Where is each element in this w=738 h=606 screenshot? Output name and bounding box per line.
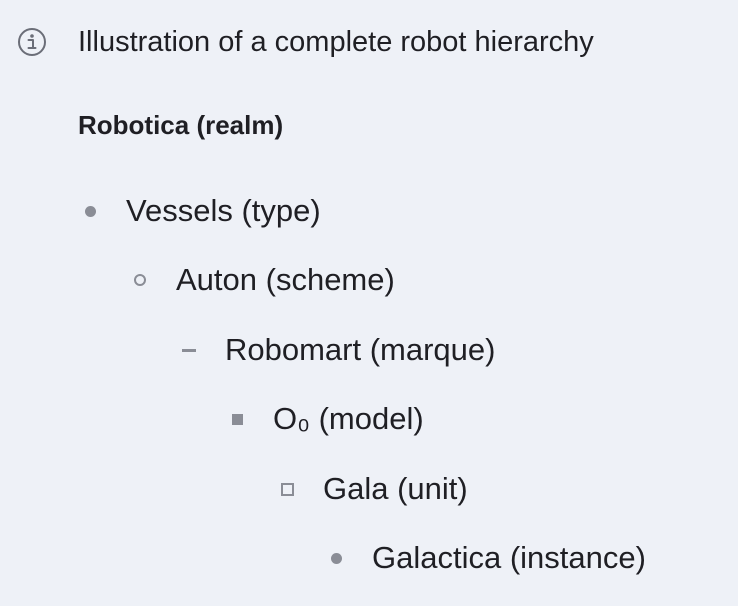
list-item-label: Galactica (instance) [372, 540, 646, 575]
hollow-circle-bullet-icon [130, 258, 150, 302]
callout-header: Illustration of a complete robot hierarc… [16, 22, 594, 62]
dash-bullet-icon [179, 328, 199, 372]
info-icon [16, 26, 48, 58]
list-item-label: Robomart (marque) [225, 332, 496, 367]
list-item-level-4: O₀ (model) [227, 397, 424, 441]
list-item-label: Gala (unit) [323, 471, 468, 506]
filled-disc-bullet-icon [326, 536, 346, 580]
list-item-label: Auton (scheme) [176, 262, 395, 297]
list-item-level-1: Vessels (type) [80, 189, 321, 233]
list-item-label: O₀ (model) [273, 401, 424, 436]
filled-disc-bullet-icon [80, 189, 100, 233]
callout-title: Illustration of a complete robot hierarc… [78, 26, 594, 58]
list-item-level-5: Gala (unit) [277, 467, 468, 511]
hollow-square-bullet-icon [277, 467, 297, 511]
list-item-level-3: Robomart (marque) [179, 328, 495, 372]
list-item-level-6: Galactica (instance) [326, 536, 646, 580]
hierarchy-root: Robotica (realm) [78, 110, 284, 140]
list-item-level-2: Auton (scheme) [130, 258, 395, 302]
list-item-label: Vessels (type) [126, 193, 321, 228]
filled-square-bullet-icon [227, 397, 247, 441]
